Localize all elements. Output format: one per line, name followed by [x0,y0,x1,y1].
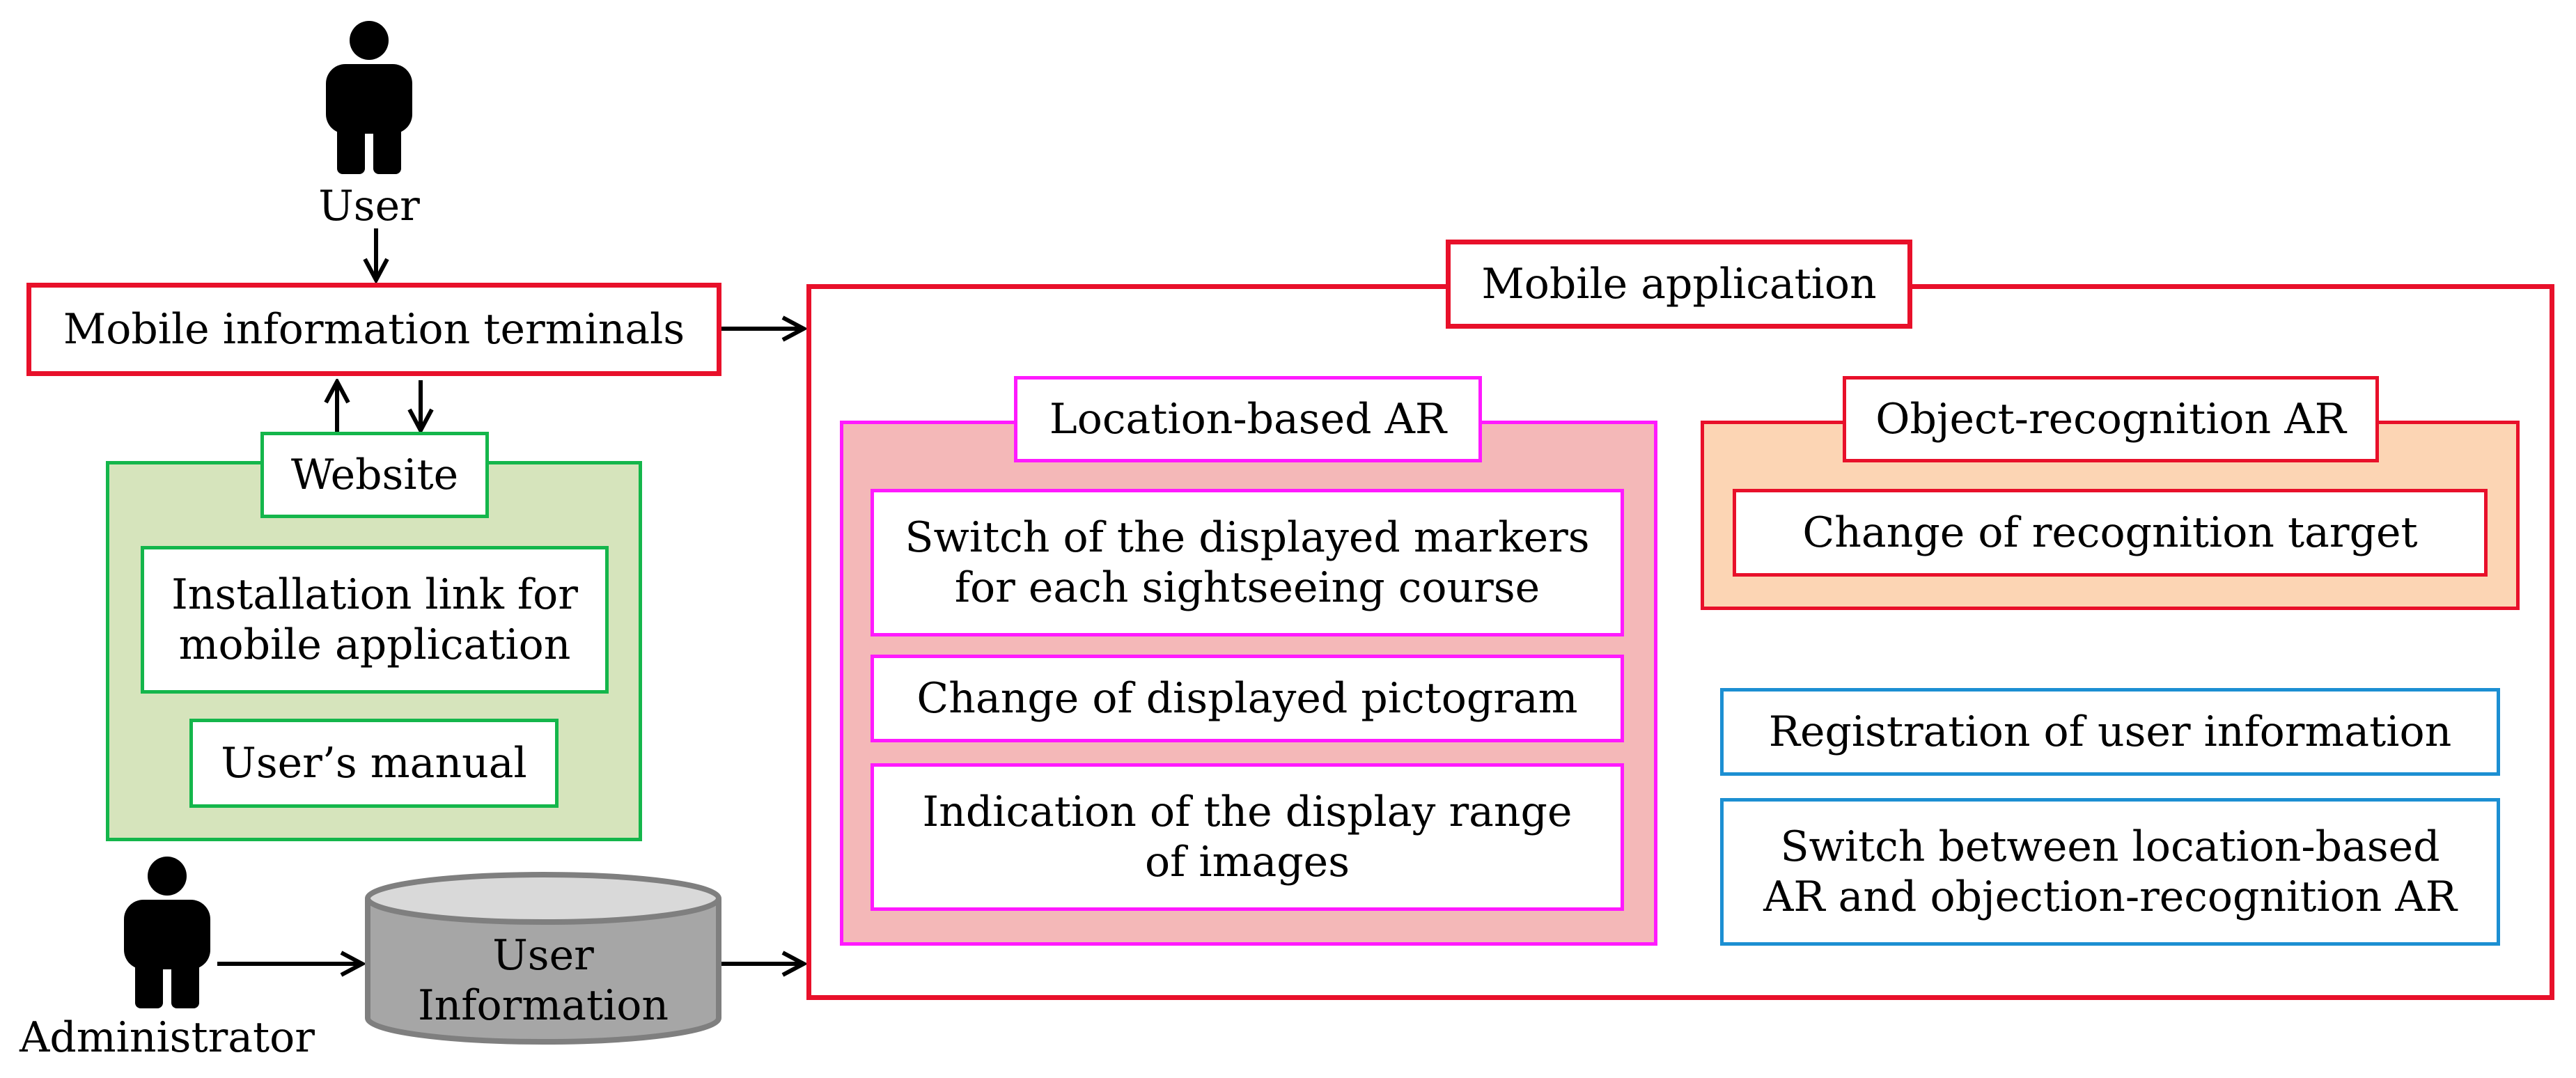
database-label-line2: Information [417,981,669,1030]
administrator-label: Administrator [19,1013,315,1062]
indication-display-range-box: Indication of the display range of image… [871,763,1624,911]
mobile-information-terminals-label: Mobile information terminals [63,305,685,354]
switch-ar-mode-box: Switch between location-based AR and obj… [1720,798,2500,946]
object-recognition-ar-title-box: Object-recognition AR [1843,376,2379,462]
administrator-person-icon [124,857,210,1008]
user-person-icon [326,21,412,174]
object-recognition-ar-title: Object-recognition AR [1875,395,2346,444]
mobile-application-title-box: Mobile application [1446,240,1912,329]
registration-user-information-box: Registration of user information [1720,688,2500,776]
indication-display-range-line1: Indication of the display range [922,788,1572,836]
database-label-box: User Information [376,918,710,1043]
user-label-box: User [299,180,439,233]
switch-displayed-markers-line2: for each sightseeing course [954,563,1540,612]
installation-link-line1: Installation link for [171,570,578,619]
indication-display-range-line2: of images [1145,838,1350,886]
switch-ar-mode-line2: AR and objection-recognition AR [1763,873,2457,921]
change-recognition-target-label: Change of recognition target [1802,508,2418,557]
switch-displayed-markers-line1: Switch of the displayed markers [905,513,1590,562]
installation-link-line2: mobile application [178,620,571,669]
registration-user-information-label: Registration of user information [1768,708,2452,756]
user-label: User [318,182,420,231]
database-label-line1: User [492,931,594,980]
mobile-information-terminals-box: Mobile information terminals [26,283,721,376]
switch-ar-mode-line1: Switch between location-based [1780,822,2440,871]
mobile-application-title: Mobile application [1481,260,1877,308]
website-title-box: Website [260,432,489,518]
location-based-ar-title-box: Location-based AR [1014,376,1482,462]
website-title: Website [290,451,459,499]
switch-displayed-markers-box: Switch of the displayed markers for each… [871,489,1624,636]
change-recognition-target-box: Change of recognition target [1733,489,2488,577]
users-manual-box: User’s manual [189,719,559,808]
change-displayed-pictogram-box: Change of displayed pictogram [871,655,1624,742]
users-manual-label: User’s manual [221,739,527,788]
database-cylinder-icon [365,872,721,1045]
installation-link-box: Installation link for mobile application [141,546,609,694]
change-displayed-pictogram-label: Change of displayed pictogram [916,674,1578,723]
location-based-ar-title: Location-based AR [1049,395,1447,444]
administrator-label-box: Administrator [7,1010,327,1065]
